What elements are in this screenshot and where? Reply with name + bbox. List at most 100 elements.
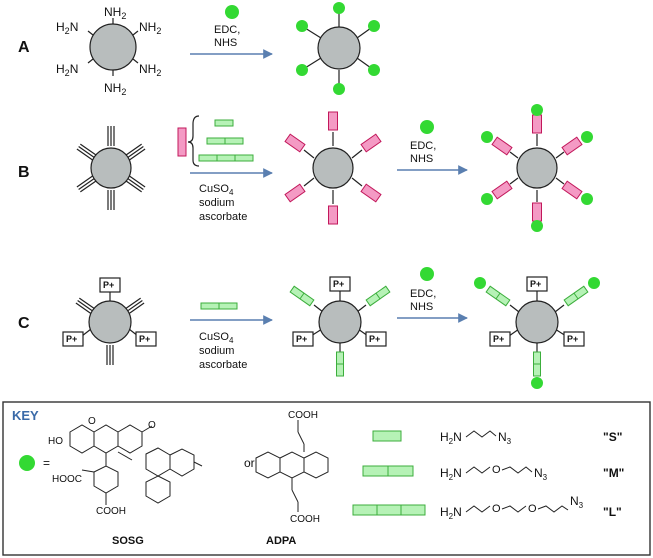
linker-legend-m: H2N O N3 "M" bbox=[362, 464, 624, 482]
row-c: C P+ P+ P+ bbox=[18, 267, 600, 389]
sosg-atom-o: O bbox=[148, 420, 156, 431]
dye-icon bbox=[296, 64, 308, 76]
svg-text:P+: P+ bbox=[493, 334, 504, 344]
positive-charge-box: P+ bbox=[292, 331, 314, 347]
amine-nanoparticle: NH2 NH2 NH2 NH2 H2N H2N bbox=[56, 5, 161, 97]
sosg-atom-ho: HO bbox=[48, 436, 63, 447]
reaction-step-c1: CuSO4 sodium ascorbate bbox=[190, 302, 273, 371]
linker-legend-s: H2N N3 "S" bbox=[372, 430, 622, 446]
positive-charge-box: P+ bbox=[329, 276, 351, 292]
linker-legend-l: H2N O O N3 "L" bbox=[352, 494, 622, 521]
reagent-cuso4: CuSO4 bbox=[199, 331, 234, 345]
dye-icon bbox=[420, 267, 434, 281]
positive-charge-box: P+ bbox=[99, 277, 121, 293]
linker-short bbox=[214, 119, 234, 127]
dye-icon bbox=[19, 455, 35, 471]
core-particle bbox=[312, 147, 354, 189]
pink-tagged-particle bbox=[284, 111, 382, 225]
reagent-ascorbate: ascorbate bbox=[199, 211, 247, 223]
dye-icon bbox=[581, 131, 593, 143]
linker-code: "M" bbox=[603, 466, 624, 480]
linker-formula: H2N bbox=[440, 430, 462, 446]
dye-icon bbox=[333, 2, 345, 14]
green-tagged-particle: P+ P+ P+ bbox=[289, 276, 391, 377]
linker-medium bbox=[206, 137, 244, 145]
green-dye-particle: P+ P+ P+ bbox=[474, 276, 600, 389]
sosg-atom-hooc: HOOC bbox=[52, 474, 82, 485]
key-panel: KEY = O HO O HOOC COOH SOSG or bbox=[2, 401, 651, 556]
amine-label: NH2 bbox=[104, 5, 126, 21]
pink-dye-particle bbox=[481, 104, 593, 232]
svg-text:P+: P+ bbox=[139, 334, 150, 344]
row-b-label: B bbox=[18, 164, 30, 181]
amine-label: H2N bbox=[56, 20, 78, 36]
svg-text:N3: N3 bbox=[498, 430, 512, 446]
linker-code: "L" bbox=[603, 505, 622, 519]
dye-icon bbox=[531, 220, 543, 232]
svg-text:P+: P+ bbox=[530, 279, 541, 289]
dye-icon bbox=[474, 277, 486, 289]
core-particle bbox=[88, 300, 132, 344]
row-a: A NH2 NH2 NH2 NH2 H2N H2N EDC, NHS bbox=[18, 2, 380, 97]
sosg-atom-o: O bbox=[88, 416, 96, 427]
reagent-edc: EDC, bbox=[410, 288, 436, 300]
dye-icon bbox=[588, 277, 600, 289]
reaction-step-a: EDC, NHS bbox=[190, 5, 273, 59]
svg-text:N3: N3 bbox=[570, 494, 584, 510]
core-particle bbox=[89, 23, 137, 71]
adpa-atom-cooh: COOH bbox=[288, 410, 318, 421]
svg-text:P+: P+ bbox=[333, 279, 344, 289]
sosg-label: SOSG bbox=[112, 535, 144, 547]
adpa-structure bbox=[255, 420, 329, 512]
linker-long bbox=[198, 154, 254, 162]
adpa-label: ADPA bbox=[266, 535, 296, 547]
dye-icon bbox=[296, 20, 308, 32]
reaction-step-b2: EDC, NHS bbox=[397, 120, 468, 175]
key-border bbox=[2, 401, 651, 556]
svg-text:N3: N3 bbox=[534, 466, 548, 482]
svg-text:P+: P+ bbox=[369, 334, 380, 344]
svg-text:P+: P+ bbox=[567, 334, 578, 344]
svg-text:O: O bbox=[528, 503, 537, 515]
row-a-label: A bbox=[18, 39, 30, 56]
svg-text:P+: P+ bbox=[296, 334, 307, 344]
dye-icon bbox=[225, 5, 239, 19]
linker-medium bbox=[200, 302, 238, 310]
dye-icon bbox=[420, 120, 434, 134]
amine-label: NH2 bbox=[104, 81, 126, 97]
core-particle bbox=[90, 147, 132, 189]
dye-icon bbox=[481, 193, 493, 205]
svg-text:O: O bbox=[492, 503, 501, 515]
sosg-atom-cooh: COOH bbox=[96, 506, 126, 517]
reagent-edc: EDC, bbox=[214, 24, 240, 36]
positive-charge-box: P+ bbox=[489, 331, 511, 347]
linker-options bbox=[177, 115, 254, 167]
reagent-nhs: NHS bbox=[410, 301, 433, 313]
or-label: or bbox=[244, 456, 255, 470]
reagent-edc: EDC, bbox=[410, 140, 436, 152]
core-particle bbox=[318, 300, 362, 344]
equals-sign: = bbox=[43, 456, 50, 470]
core-particle bbox=[317, 26, 361, 70]
reagent-sodium: sodium bbox=[199, 197, 234, 209]
svg-text:O: O bbox=[492, 464, 501, 476]
core-particle bbox=[515, 300, 559, 344]
adpa-atom-cooh: COOH bbox=[290, 514, 320, 525]
dye-icon bbox=[481, 131, 493, 143]
reagent-nhs: NHS bbox=[214, 37, 237, 49]
dye-icon bbox=[581, 193, 593, 205]
positive-charge-box: P+ bbox=[135, 331, 157, 347]
positive-charge-box: P+ bbox=[526, 276, 548, 292]
dye-labeled-particle bbox=[296, 2, 380, 95]
mixed-nanoparticle: P+ P+ P+ bbox=[62, 277, 157, 366]
dye-icon bbox=[368, 64, 380, 76]
key-title: KEY bbox=[12, 408, 39, 423]
positive-charge-box: P+ bbox=[62, 331, 84, 347]
reaction-step-b1: CuSO4 sodium ascorbate bbox=[190, 168, 273, 223]
dye-icon bbox=[333, 83, 345, 95]
linker-formula: H2N bbox=[440, 505, 462, 521]
positive-charge-box: P+ bbox=[563, 331, 585, 347]
amine-label: NH2 bbox=[139, 20, 161, 36]
svg-text:P+: P+ bbox=[66, 334, 77, 344]
